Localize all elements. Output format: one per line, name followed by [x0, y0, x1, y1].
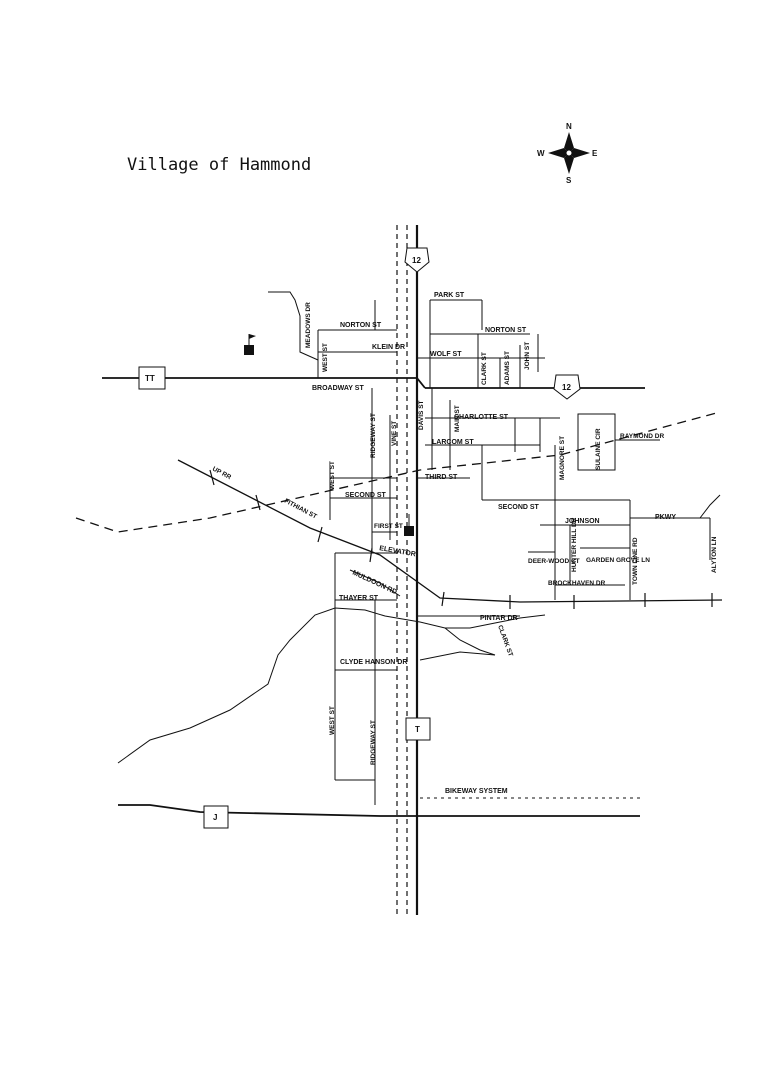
label-meadows-dr: MEADOWS DR — [305, 302, 312, 348]
label-main-st: MAIN ST — [454, 405, 461, 432]
compass-n: N — [566, 122, 572, 131]
label-davis-st: DAVIS ST — [418, 400, 425, 430]
south-street-grid — [334, 552, 520, 805]
us-12-east-shield: 12 — [553, 374, 581, 400]
label-park-st: PARK ST — [434, 292, 465, 299]
label-town-line-rd: TOWN LINE RD — [632, 537, 639, 585]
label-ridgeway-st-south: RIDGEWAY ST — [370, 720, 377, 765]
label-vine-st: VINE ST — [391, 421, 398, 446]
compass-w: W — [537, 149, 545, 158]
building-marker-icon — [244, 334, 256, 355]
label-charlotte-st: CHARLOTTE ST — [454, 414, 509, 421]
railroad-ticks — [209, 469, 713, 609]
label-johnson: JOHNSON — [565, 518, 600, 525]
street-labels: PARK ST NORTON ST NORTON ST MEADOWS DR W… — [211, 292, 718, 795]
label-pintar-dr: PINTAR DR — [480, 615, 518, 622]
east-subdivision — [528, 413, 721, 600]
label-west-st-north: WEST ST — [322, 343, 329, 372]
svg-text:T: T — [415, 725, 420, 734]
label-klein-dr: KLEIN DR — [372, 344, 405, 351]
up-railroad — [177, 459, 723, 603]
downtown-street-grid — [329, 388, 631, 600]
highway-corridor — [396, 225, 419, 915]
map-title: Village of Hammond — [127, 155, 311, 175]
label-bikeway-system: BIKEWAY SYSTEM — [445, 788, 508, 795]
label-clark-st-south: CLARK ST — [496, 624, 514, 657]
label-garden-grove-ln: GARDEN GROVE LN — [586, 557, 650, 564]
svg-text:12: 12 — [412, 256, 421, 265]
label-muldoon-rd: MULDOON RD — [351, 569, 398, 596]
creek — [117, 607, 546, 764]
label-thayer-st: THAYER ST — [339, 595, 379, 602]
us-12-north-shield: 12 — [404, 247, 430, 273]
label-ridgeway-st-north: RIDGEWAY ST — [370, 413, 377, 458]
label-sulaine-cir: SULAINE CIR — [595, 428, 602, 470]
label-wolf-st: WOLF ST — [430, 351, 462, 358]
label-first-st: FIRST ST — [374, 523, 403, 530]
label-adams-st: ADAMS ST — [504, 351, 511, 385]
label-raymond-dr: RAYMOND DR — [620, 433, 664, 440]
label-west-st-mid: WEST ST — [329, 461, 336, 490]
label-clyde-hanson-dr: CLYDE HANSON DR — [340, 659, 407, 666]
svg-text:12: 12 — [562, 383, 571, 392]
downtown-building-icon — [404, 514, 414, 536]
label-second-st-w: SECOND ST — [345, 492, 387, 499]
label-norton-st-e: NORTON ST — [485, 327, 527, 334]
label-magnore-st: MAGNORE ST — [559, 436, 566, 480]
compass-e: E — [592, 149, 598, 158]
svg-text:TT: TT — [145, 374, 155, 383]
dashed-boundary-line — [75, 411, 721, 533]
north-street-grid — [268, 291, 545, 388]
label-clark-st-north: CLARK ST — [481, 352, 488, 385]
label-elevator: ELEVATOR — [379, 545, 417, 558]
label-alyton-ln: ALYTON LN — [711, 536, 718, 573]
compass-s: S — [566, 176, 572, 185]
county-j-shield: J — [203, 805, 229, 829]
label-west-st-south: WEST ST — [329, 706, 336, 735]
label-hunter-hill-dr: HUNTER HILL DR — [571, 517, 578, 572]
label-brockhaven-dr: BROCKHAVEN DR — [548, 580, 606, 587]
label-third-st: THIRD ST — [425, 474, 458, 481]
label-larcom-st: LARCOM ST — [432, 439, 474, 446]
label-john-st: JOHN ST — [524, 342, 531, 370]
label-deerwood-ct: DEER-WOOD CT — [528, 558, 580, 565]
label-broadway-st: BROADWAY ST — [312, 385, 364, 392]
label-norton-st-w: NORTON ST — [340, 322, 382, 329]
county-t-shield: T — [405, 717, 431, 741]
county-tt-shield: TT — [138, 366, 166, 390]
label-pkwy: PKWY — [655, 514, 676, 521]
label-second-st-e: SECOND ST — [498, 504, 540, 511]
compass-rose-icon: N S E W — [537, 122, 598, 185]
county-j-road — [118, 804, 640, 817]
svg-text:J: J — [213, 813, 217, 822]
